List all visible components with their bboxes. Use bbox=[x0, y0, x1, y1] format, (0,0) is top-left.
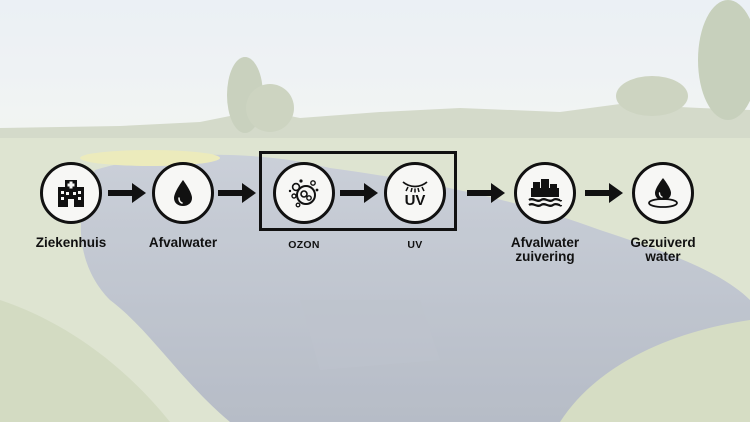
node-ozon bbox=[273, 162, 335, 224]
node-afvalwater bbox=[152, 162, 214, 224]
clean-water-drop-icon bbox=[648, 178, 678, 208]
node-afvalwaterzuivering bbox=[514, 162, 576, 224]
node-gezuiverd-water bbox=[632, 162, 694, 224]
arrow-right-icon bbox=[467, 183, 505, 203]
arrow-right-icon bbox=[585, 183, 623, 203]
water-drop-icon bbox=[174, 180, 192, 206]
label-afvalwater: Afvalwater bbox=[148, 235, 218, 250]
arrow-right-icon bbox=[340, 183, 378, 203]
hospital-icon bbox=[58, 180, 84, 207]
uv-icon-text: UV bbox=[404, 192, 426, 209]
node-uv: UV bbox=[384, 162, 446, 224]
label-afvalwaterzuivering: Afvalwater zuivering bbox=[510, 235, 580, 264]
treatment-box bbox=[259, 151, 457, 231]
arrow-right-icon bbox=[108, 183, 146, 203]
label-uv: UV bbox=[407, 239, 423, 251]
label-gezuiverd-water: Gezuiverd water bbox=[630, 235, 696, 264]
ozone-bubbles-icon bbox=[288, 179, 319, 208]
label-ziekenhuis: Ziekenhuis bbox=[35, 235, 107, 250]
arrow-right-icon bbox=[218, 183, 256, 203]
label-ozon: OZON bbox=[288, 239, 320, 251]
node-ziekenhuis bbox=[40, 162, 102, 224]
uv-lamp-icon bbox=[402, 181, 428, 193]
treatment-plant-icon bbox=[528, 179, 563, 207]
